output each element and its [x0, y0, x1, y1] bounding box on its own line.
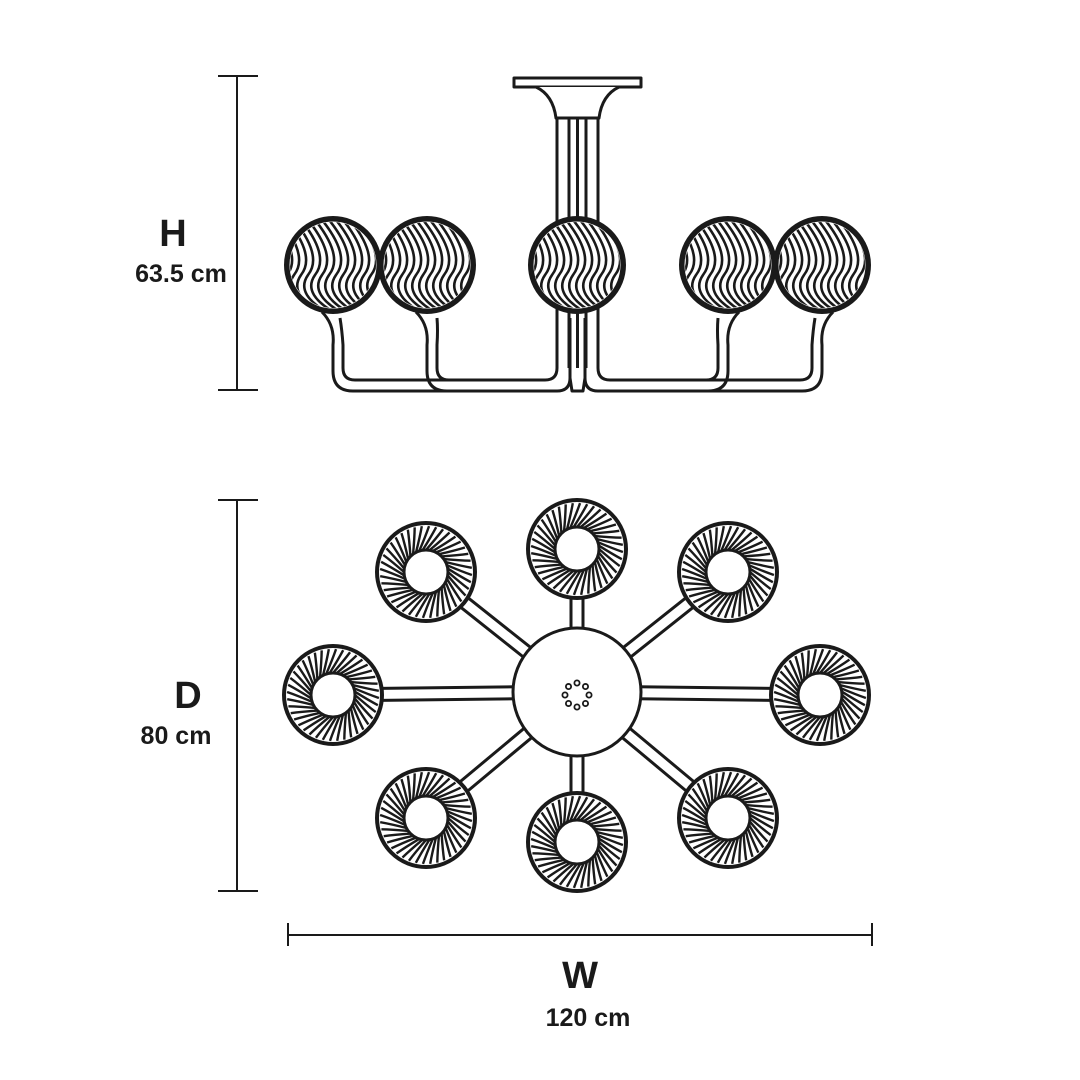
top-view: [282, 498, 871, 893]
top-globe: [375, 521, 477, 623]
top-view-globes: [282, 498, 871, 893]
side-globe: [679, 216, 777, 314]
side-globe: [528, 216, 626, 314]
depth-dimension-line: [218, 499, 258, 892]
top-view-arms: [380, 595, 773, 794]
hub-screw-ring: [561, 679, 593, 711]
top-arm: [619, 595, 696, 661]
side-view-globes: [284, 216, 871, 314]
top-globe: [375, 767, 477, 869]
side-arms: [320, 310, 835, 393]
depth-letter: D: [174, 675, 202, 717]
top-arm: [380, 685, 518, 702]
side-view: [284, 76, 871, 393]
top-arm: [458, 595, 535, 661]
top-arm: [569, 752, 585, 794]
height-value: 63.5 cm: [135, 260, 227, 288]
top-globe: [282, 644, 384, 746]
width-dimension-line: [287, 923, 873, 946]
top-globe: [526, 791, 628, 893]
depth-value: 80 cm: [140, 722, 212, 750]
top-globe: [526, 498, 628, 600]
width-value: 120 cm: [545, 1004, 631, 1032]
height-letter: H: [159, 213, 187, 255]
height-dimension-line: [218, 75, 258, 391]
center-hub: [511, 626, 643, 758]
ceiling-canopy: [512, 76, 643, 120]
side-globe: [773, 216, 871, 314]
top-globe: [677, 767, 779, 869]
top-arm: [569, 597, 585, 632]
top-globe: [677, 521, 779, 623]
top-globe: [769, 644, 871, 746]
width-letter: W: [562, 955, 598, 997]
top-arm: [458, 724, 536, 794]
top-arm: [618, 724, 696, 794]
top-arm: [636, 685, 773, 702]
